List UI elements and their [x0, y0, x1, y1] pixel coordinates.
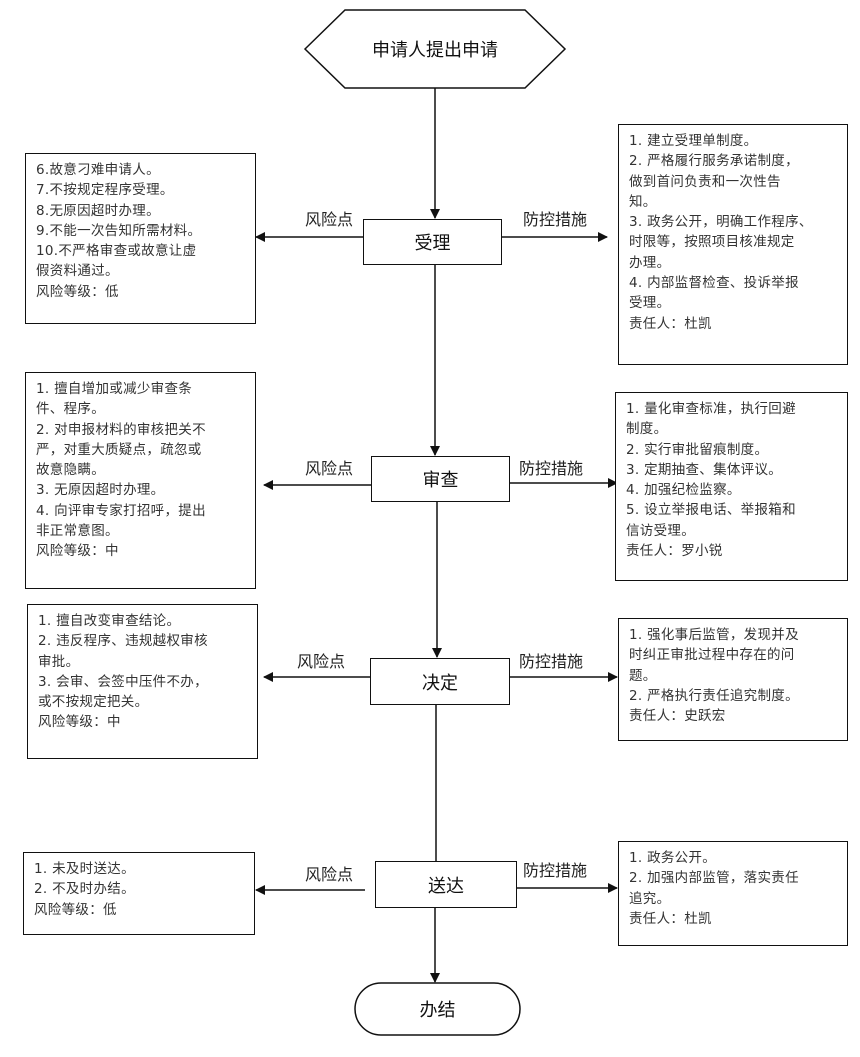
text-line: 风险等级：中 — [36, 543, 119, 560]
text-line: 风险等级：低 — [34, 901, 117, 918]
control-label: 防控措施 — [523, 210, 588, 229]
text-line: 信访受理。 — [626, 522, 695, 539]
risk-box: 1. 擅自增加或减少审查条件、程序。 2. 对申报材料的审核把关不严，对重大质疑点… — [25, 372, 256, 589]
text-line: 追究。 — [629, 890, 671, 907]
step-node-decide: 决定 — [370, 658, 510, 705]
text-line: 风险等级：中 — [38, 714, 121, 731]
text-line: 办理。 — [629, 254, 671, 271]
text-line: 时限等，按照项目核准规定 — [629, 234, 795, 251]
text-line: 3. 定期抽查、集体评议。 — [626, 461, 783, 478]
control-label: 防控措施 — [523, 861, 588, 880]
text-line: 2. 加强内部监管，落实责任 — [629, 870, 799, 887]
text-line: 1. 未及时送达。 — [34, 861, 135, 877]
control-box: 1. 强化事后监管，发现并及时纠正审批过程中存在的问题。 2. 严格执行责任追究制… — [618, 618, 848, 741]
text-line: 4. 内部监督检查、投诉举报 — [629, 275, 799, 292]
text-line: 做到首问负责和一次性告 — [629, 173, 781, 190]
text-line: 时纠正审批过程中存在的问 — [629, 647, 795, 664]
text-line: 9.不能一次告知所需材料。 — [36, 222, 202, 239]
end-label: 办结 — [419, 1000, 456, 1021]
step-node-review: 审查 — [371, 456, 510, 502]
text-line: 10.不严格审查或故意让虚 — [36, 243, 197, 260]
text-line: 2. 实行审批留痕制度。 — [626, 441, 769, 458]
text-line: 1. 建立受理单制度。 — [629, 133, 758, 149]
text-line: 1. 擅自增加或减少审查条 — [36, 381, 193, 397]
risk-label: 风险点 — [305, 865, 354, 884]
text-line: 件、程序。 — [36, 401, 105, 418]
text-line: 7.不按规定程序受理。 — [36, 182, 174, 199]
text-line: 2. 对申报材料的审核把关不 — [36, 421, 206, 438]
text-line: 2. 严格履行服务承诺制度， — [629, 153, 799, 170]
risk-label: 风险点 — [297, 652, 346, 671]
text-line: 4. 向评审专家打招呼，提出 — [36, 502, 206, 519]
risk-box: 1. 未及时送达。 2. 不及时办结。风险等级：低 — [23, 852, 255, 935]
text-line: 非正常意图。 — [36, 523, 119, 540]
text-line: 严，对重大质疑点，疏忽或 — [36, 441, 202, 458]
text-line: 2. 违反程序、违规越权审核 — [38, 633, 208, 650]
start-label: 申请人提出申请 — [372, 40, 498, 61]
end-terminal — [354, 982, 521, 1036]
text-line: 5. 设立举报电话、举报箱和 — [626, 502, 796, 519]
control-label: 防控措施 — [519, 459, 584, 478]
text-line: 制度。 — [626, 421, 668, 438]
step-node-deliver: 送达 — [375, 861, 517, 908]
text-line: 故意隐瞒。 — [36, 462, 105, 479]
control-label: 防控措施 — [519, 652, 584, 671]
text-line: 2. 不及时办结。 — [34, 881, 135, 898]
text-line: 6.故意刁难申请人。 — [36, 162, 160, 178]
text-line: 责任人：罗小锐 — [626, 543, 723, 560]
text-line: 2. 严格执行责任追究制度。 — [629, 687, 799, 704]
text-line: 1. 量化审查标准，执行回避 — [626, 401, 796, 417]
control-box: 1. 建立受理单制度。 2. 严格履行服务承诺制度， 做到首问负责和一次性告知。 3.… — [618, 124, 848, 365]
text-line: 风险等级：低 — [36, 283, 119, 300]
risk-label: 风险点 — [305, 210, 354, 229]
text-line: 审批。 — [38, 653, 80, 670]
risk-box: 1. 擅自改变审查结论。 2. 违反程序、违规越权审核审批。 3. 会审、会签中压件… — [27, 604, 258, 759]
text-line: 1. 强化事后监管，发现并及 — [629, 627, 799, 643]
text-line: 知。 — [629, 193, 657, 210]
text-line: 1. 擅自改变审查结论。 — [38, 613, 181, 629]
text-line: 或不按规定把关。 — [38, 694, 149, 711]
control-box: 1. 政务公开。 2. 加强内部监管，落实责任追究。责任人：杜凯 — [618, 841, 848, 946]
control-box: 1. 量化审查标准，执行回避制度。 2. 实行审批留痕制度。 3. 定期抽查、集体评… — [615, 392, 848, 581]
risk-box: 6.故意刁难申请人。 7.不按规定程序受理。 8.无原因超时办理。 9.不能一次告知所… — [25, 153, 256, 324]
text-line: 责任人：杜凯 — [629, 315, 712, 332]
text-line: 题。 — [629, 667, 657, 684]
text-line: 3. 政务公开，明确工作程序、 — [629, 214, 813, 231]
text-line: 1. 政务公开。 — [629, 850, 717, 866]
step-node-accept: 受理 — [363, 219, 502, 265]
text-line: 责任人：史跃宏 — [629, 708, 726, 725]
text-line: 3. 无原因超时办理。 — [36, 482, 165, 499]
start-hexagon — [303, 9, 567, 89]
text-line: 假资料通过。 — [36, 263, 119, 280]
risk-label: 风险点 — [305, 459, 354, 478]
text-line: 责任人：杜凯 — [629, 910, 712, 927]
text-line: 4. 加强纪检监察。 — [626, 482, 741, 499]
text-line: 8.无原因超时办理。 — [36, 202, 160, 219]
text-line: 3. 会审、会签中压件不办， — [38, 673, 208, 690]
text-line: 受理。 — [629, 295, 671, 312]
